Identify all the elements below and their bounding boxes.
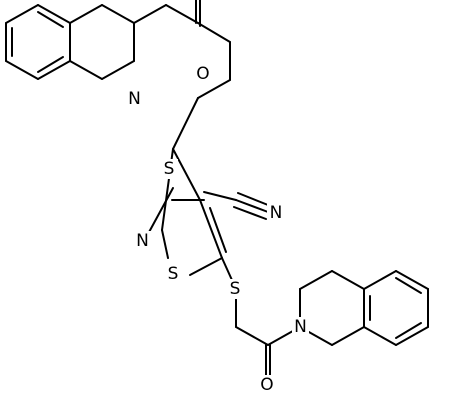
atom-label-layer: N O S N N S S N O bbox=[126, 64, 309, 395]
bond bbox=[203, 191, 237, 201]
s-top-bg bbox=[160, 159, 178, 179]
n-nitrile-bg bbox=[267, 203, 285, 223]
n-top-label: N bbox=[128, 89, 141, 109]
bond bbox=[395, 322, 422, 339]
bond bbox=[165, 4, 199, 24]
bond bbox=[395, 277, 422, 294]
s-top-label: S bbox=[164, 159, 175, 179]
bond bbox=[363, 270, 397, 290]
bond bbox=[331, 270, 365, 290]
bond bbox=[237, 192, 269, 206]
bond bbox=[147, 187, 174, 235]
bond bbox=[172, 148, 201, 201]
bond bbox=[37, 4, 71, 24]
n-ring-bg bbox=[134, 231, 151, 251]
bond bbox=[5, 4, 39, 24]
bond bbox=[363, 326, 397, 346]
bond bbox=[197, 79, 231, 99]
bond bbox=[199, 199, 223, 259]
o-top-label: O bbox=[196, 64, 209, 84]
s-ring-label: S bbox=[168, 264, 179, 284]
o-top-bg bbox=[194, 64, 212, 84]
bond bbox=[189, 257, 223, 276]
bond bbox=[161, 229, 169, 259]
bond bbox=[69, 60, 103, 80]
s-bottom-label: S bbox=[230, 279, 241, 299]
bond bbox=[235, 199, 269, 213]
bond bbox=[197, 22, 231, 43]
n-bottom-bg bbox=[292, 317, 309, 337]
bond bbox=[172, 97, 199, 150]
bond bbox=[235, 326, 269, 346]
bond bbox=[133, 4, 167, 24]
bond bbox=[395, 270, 429, 290]
o-bottom-bg bbox=[258, 375, 276, 395]
bond bbox=[37, 60, 71, 80]
bond bbox=[5, 60, 39, 80]
bond bbox=[37, 56, 64, 73]
bond bbox=[233, 206, 267, 220]
bond-layer bbox=[5, 0, 429, 377]
s-ring-bg bbox=[164, 264, 182, 284]
bond bbox=[69, 4, 103, 24]
bond bbox=[37, 11, 64, 28]
o-bottom-label: O bbox=[260, 375, 273, 395]
bond bbox=[101, 4, 135, 24]
n-top-bg bbox=[126, 89, 143, 109]
bond bbox=[299, 270, 333, 290]
s-bottom-bg bbox=[226, 279, 244, 299]
n-nitrile-label: N bbox=[270, 203, 283, 223]
n-ring-label: N bbox=[136, 231, 149, 251]
bond bbox=[331, 326, 365, 346]
bond bbox=[209, 207, 227, 253]
bond bbox=[101, 60, 135, 80]
n-bottom-label: N bbox=[294, 317, 307, 337]
bond bbox=[395, 326, 429, 346]
